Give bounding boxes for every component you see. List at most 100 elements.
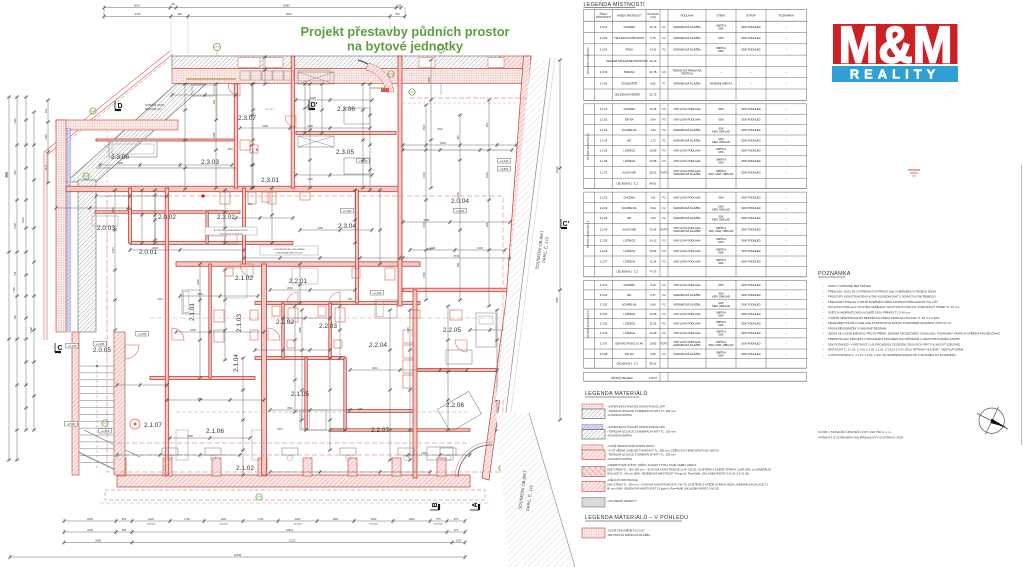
svg-text:OMÍTKA: OMÍTKA [716,340,727,344]
svg-text:2435: 2435 [87,528,93,532]
svg-text:KERAMICKÁ DLAŽBA: KERAMICKÁ DLAŽBA [673,127,700,132]
svg-text:SDK: SDK [718,107,724,111]
svg-text:–: – [785,139,787,142]
svg-text:–: – [822,342,824,346]
svg-text:POZNÁMKA: POZNÁMKA [818,270,851,277]
svg-text:SDK: SDK [718,204,724,208]
svg-text:2.2.02: 2.2.02 [276,319,294,326]
svg-text:BYTOVÁ JEDNOTKA Č.1: BYTOVÁ JEDNOTKA Č.1 [587,132,590,160]
svg-text:–FASÁDNÍ OMÍTKA: –FASÁDNÍ OMÍTKA [607,457,632,461]
svg-text:+4,240: +4,240 [68,344,77,348]
svg-text:1130: 1130 [44,134,48,140]
svg-text:PARC. Č. 172: PARC. Č. 172 [525,484,534,511]
svg-text:JEDNÁ SE O DOKUMENTACI PRO POT: JEDNÁ SE O DOKUMENTACI PRO POTŘEBY ZDANN… [828,331,1001,336]
svg-text:–: – [750,71,752,74]
svg-text:2.3.07: 2.3.07 [600,342,608,346]
svg-text:2.2.02: 2.2.02 [600,206,608,210]
svg-text:2.2.05: 2.2.05 [443,327,461,334]
svg-text:–DĚLÍCÍ KONSTRUKCE: –DĚLÍCÍ KONSTRUKCE [607,477,638,482]
svg-text:–: – [785,250,787,253]
svg-text:LOŽNICE: LOŽNICE [623,311,635,316]
svg-text:970: 970 [454,517,459,521]
svg-text:TERASA: TERASA [624,70,635,74]
svg-text:SDK PODHLED: SDK PODHLED [741,302,760,306]
svg-text:–: – [785,303,787,306]
svg-text:F2: F2 [662,48,666,52]
svg-text:2.2.01: 2.2.01 [600,195,608,199]
svg-text:2000: 2000 [371,517,377,521]
svg-text:2.1.02: 2.1.02 [600,118,608,122]
svg-text:WC: WC [627,216,632,220]
svg-text:F2: F2 [662,302,666,306]
svg-text:–NOVĚ ZBUDOVANÉ NOSNÉ ZDIVO: –NOVĚ ZBUDOVANÉ NOSNÉ ZDIVO [607,443,655,448]
svg-text:11035: 11035 [555,166,559,174]
svg-text:+1,880: +1,880 [101,429,110,433]
svg-text:–: – [785,343,787,346]
svg-text:F3: F3 [662,312,666,316]
svg-text:SDK STĚNA TL. 100 mm – KOVOVÁ: SDK STĚNA TL. 100 mm – KOVOVÁ KONSTRUKCE… [607,481,769,486]
svg-text:F3: F3 [662,149,666,153]
svg-text:9610: 9610 [286,12,292,16]
svg-text:SVĚTLÁ NADPRAŽÍ OKEN A DVEŘÍ J: SVĚTLÁ NADPRAŽÍ OKEN A DVEŘÍ JSOU PŘEKRY… [828,310,911,315]
svg-text:–TEPELNÁ IZOLACE Z MINERÁLNÍ V: –TEPELNÁ IZOLACE Z MINERÁLNÍ VATY TL. 20… [607,409,676,413]
svg-text:330: 330 [44,108,48,113]
svg-text:756: 756 [13,271,17,276]
svg-text:–: – [785,160,787,163]
svg-text:+1,490: +1,490 [373,291,382,295]
svg-text:2.3.01: 2.3.01 [600,283,608,287]
svg-text:2.1.01: 2.1.01 [600,107,608,111]
svg-text:–TEPELNÁ IZOLACE Z MINERÁLNÍ V: –TEPELNÁ IZOLACE Z MINERÁLNÍ VATY TL. 15… [607,429,676,433]
svg-text:SDK: SDK [718,27,724,31]
svg-text:2.1.07: 2.1.07 [600,170,608,174]
svg-text:2100: 2100 [421,451,427,455]
svg-text:2.0.05: 2.0.05 [600,81,608,85]
svg-text:OMÍTKA: OMÍTKA [716,46,727,50]
svg-text:1448: 1448 [29,327,33,333]
svg-text:KERAMICKÁ DLAŽBA: KERAMICKÁ DLAŽBA [673,342,700,347]
svg-text:F2: F2 [662,206,666,210]
svg-text:1458: 1458 [13,223,17,229]
svg-text:CELKEM B.J. Č.2: CELKEM B.J. Č.2 [617,269,639,274]
svg-text:OMÍTKA: OMÍTKA [716,320,727,324]
svg-text:–: – [750,82,752,85]
svg-text:2.1.06: 2.1.06 [206,428,224,435]
svg-text:1500: 1500 [190,328,196,332]
svg-text:6,40: 6,40 [650,302,656,306]
svg-text:KUCHYNĚ: KUCHYNĚ [623,169,636,174]
svg-text:2.1.04: 2.1.04 [233,354,240,372]
svg-text:4995: 4995 [117,161,123,165]
svg-text:SDK PODHLED: SDK PODHLED [741,312,760,316]
svg-text:2675: 2675 [44,164,48,170]
svg-text:5020: 5020 [437,128,443,131]
svg-text:F6: F6 [662,70,666,74]
svg-text:74,75: 74,75 [650,270,657,274]
svg-text:2455: 2455 [357,408,363,411]
svg-text:960: 960 [13,170,17,175]
svg-text:1520: 1520 [422,172,426,178]
svg-text:F3: F3 [662,239,666,243]
svg-text:–FASÁDNÍ OMÍTKA: –FASÁDNÍ OMÍTKA [607,434,632,438]
svg-text:ŽELEZOBETONOVÉ A OCELOVÉ KONST: ŽELEZOBETONOVÉ A OCELOVÉ KONSTRUKCE BUDO… [828,320,952,325]
svg-text:1000: 1000 [477,246,483,250]
svg-text:290: 290 [171,3,176,6]
svg-text:KERAMICKÁ DLAŽBA: KERAMICKÁ DLAŽBA [673,228,700,233]
svg-text:(240/300): (240/300) [293,524,302,526]
svg-text:800x1300 mm: 800x1300 mm [145,107,161,111]
svg-text:VINYLOVÁ PODLAHA: VINYLOVÁ PODLAHA [673,226,700,230]
svg-text:±0,000 = STÁVAJÍCÍ ÚROVEŇ 1.NP: ±0,000 = STÁVAJÍCÍ ÚROVEŇ 1.NP = 222,760… [818,429,892,434]
svg-text:19,82: 19,82 [650,342,657,346]
svg-text:2588: 2588 [95,538,101,542]
svg-text:2.3.06: 2.3.06 [600,331,608,335]
svg-text:–: – [785,332,787,335]
svg-text:E: E [256,147,259,152]
svg-text:SDK: SDK [718,301,724,305]
svg-text:IZOLACE TL. 40 mm (MIN. OBJEMO: IZOLACE TL. 40 mm (MIN. OBJEMOVÁ HMOTNOS… [607,472,749,476]
svg-text:ZDIVO VYZDÍVANÉ BEZ OMÍTEK: ZDIVO VYZDÍVANÉ BEZ OMÍTEK [828,283,871,288]
svg-text:–: – [822,305,824,309]
svg-text:Projekt přestavby půdních pros: Projekt přestavby půdních prostor [300,24,509,39]
svg-text:3500: 3500 [197,292,203,296]
svg-text:+1,495: +1,495 [96,342,105,346]
svg-text:9,82: 9,82 [650,81,656,85]
svg-text:84,91: 84,91 [650,182,657,186]
svg-text:–: – [785,150,787,153]
